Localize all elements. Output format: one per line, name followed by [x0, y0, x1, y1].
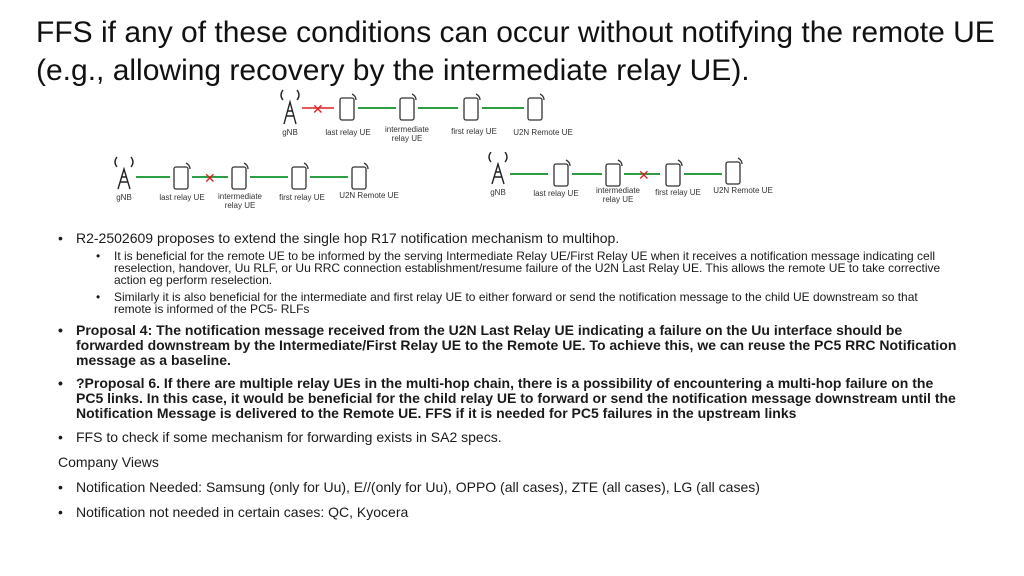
sub-bullet-item: Similarly it is also beneficial for the …	[96, 291, 958, 315]
node-label: last relay UE	[159, 193, 205, 202]
node-label: intermediate relay UE	[595, 186, 641, 204]
phone-icon	[231, 162, 249, 190]
phone-icon	[291, 162, 309, 190]
node-label: intermediate relay UE	[217, 192, 263, 210]
tower-icon	[114, 156, 134, 190]
node-label: first relay UE	[655, 188, 701, 197]
phone-icon	[463, 93, 481, 121]
node-label: last relay UE	[325, 128, 371, 137]
node-label: gNB	[116, 193, 132, 202]
node-label: first relay UE	[279, 193, 325, 202]
slide-body: R2-2502609 proposes to extend the single…	[58, 230, 958, 524]
node-label: gNB	[282, 128, 298, 137]
failure-x-icon: ✕	[638, 168, 650, 184]
phone-icon	[605, 159, 623, 187]
phone-icon	[665, 159, 683, 187]
phone-icon	[399, 93, 417, 121]
node-label: U2N Remote UE	[339, 191, 399, 200]
diagram-right-graphic: ✕	[488, 151, 743, 187]
failure-x-icon: ✕	[204, 171, 216, 187]
proposal-6: ?Proposal 6. If there are multiple relay…	[58, 376, 958, 421]
tower-icon	[488, 151, 508, 185]
tower-icon	[280, 89, 300, 125]
failure-x-icon: ✕	[312, 102, 324, 118]
diagram-left-graphic: ✕	[114, 156, 369, 190]
phone-icon	[339, 93, 357, 121]
phone-icon	[527, 93, 545, 121]
phone-icon	[553, 159, 571, 187]
phone-icon	[173, 162, 191, 190]
sub-bullet-item: It is beneficial for the remote UE to be…	[96, 250, 958, 286]
diagram-right: ✕ gNB last relay UE intermediate relay U…	[478, 151, 798, 212]
bullet-item: Notification Needed: Samsung (only for U…	[58, 479, 958, 496]
node-label: intermediate relay UE	[384, 125, 430, 143]
proposal-4: Proposal 4: The notification message rec…	[58, 323, 958, 368]
bullet-item: FFS to check if some mechanism for forwa…	[58, 429, 958, 446]
node-label: last relay UE	[533, 189, 579, 198]
slide-title: FFS if any of these conditions can occur…	[36, 16, 995, 87]
diagram-top-graphic: ✕	[280, 89, 545, 125]
diagram-left: ✕ gNB last relay UE intermediate relay U…	[104, 155, 424, 215]
diagram-top: ✕ gNB last relay UE intermediate relay U…	[262, 88, 602, 148]
phone-icon	[725, 157, 743, 185]
node-label: U2N Remote UE	[513, 128, 573, 137]
node-label: gNB	[490, 188, 506, 197]
phone-icon	[351, 162, 369, 190]
node-label: first relay UE	[451, 127, 497, 136]
node-label: U2N Remote UE	[713, 186, 773, 195]
bullet-item: Notification not needed in certain cases…	[58, 504, 958, 521]
company-views-heading: Company Views	[58, 454, 159, 470]
bullet-item: R2-2502609 proposes to extend the single…	[58, 230, 958, 247]
